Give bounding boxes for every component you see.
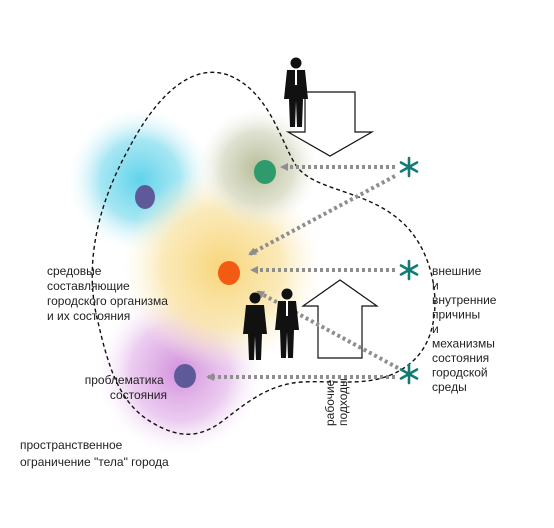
city-boundary <box>91 71 436 435</box>
label-causes-line: среды <box>432 380 467 394</box>
label-problems-line: состояния <box>110 388 167 402</box>
label-problems: проблематика состояния <box>85 373 167 402</box>
asterisk-icon <box>399 156 419 178</box>
label-approaches-line: рабочие <box>323 379 337 426</box>
label-environment-line: и их состояния <box>47 309 130 323</box>
label-environment: средовые составляющие городского организ… <box>47 264 171 323</box>
label-problems-line: проблематика <box>85 373 164 387</box>
hollow-arrow-up <box>301 279 379 359</box>
label-causes-line: причины <box>432 308 480 322</box>
label-causes-line: внешние <box>432 264 482 278</box>
label-causes: внешние и внутренние причины и механизмы… <box>432 264 500 394</box>
node-blue <box>135 185 155 209</box>
svg-text:рабочие подходы: рабочие подходы <box>323 376 350 426</box>
label-causes-line: и <box>432 322 439 336</box>
hollow-arrow-down <box>285 91 375 157</box>
asterisk-icon <box>399 363 419 385</box>
person-silhouette-icon <box>275 288 299 358</box>
label-boundary: пространственное ограничение "тела" горо… <box>20 438 169 469</box>
label-causes-line: состояния <box>432 351 489 365</box>
label-causes-line: городской <box>432 366 488 380</box>
asterisk-icon <box>399 259 419 281</box>
node-violet <box>174 364 196 388</box>
person-silhouette-icon <box>284 57 308 127</box>
label-environment-line: городского организма <box>47 294 168 308</box>
label-environment-line: составляющие <box>47 279 130 293</box>
label-causes-line: механизмы <box>432 337 495 351</box>
person-silhouette-icon <box>243 292 267 360</box>
node-green <box>254 160 276 184</box>
label-environment-line: средовые <box>47 264 102 278</box>
node-orange <box>218 261 240 285</box>
label-approaches-line: подходы <box>336 378 350 426</box>
label-causes-line: и <box>432 279 439 293</box>
label-approaches: рабочие подходы <box>323 376 350 426</box>
label-boundary-line: ограничение "тела" города <box>20 455 169 469</box>
label-boundary-line: пространственное <box>20 438 123 452</box>
label-causes-line: внутренние <box>432 293 497 307</box>
